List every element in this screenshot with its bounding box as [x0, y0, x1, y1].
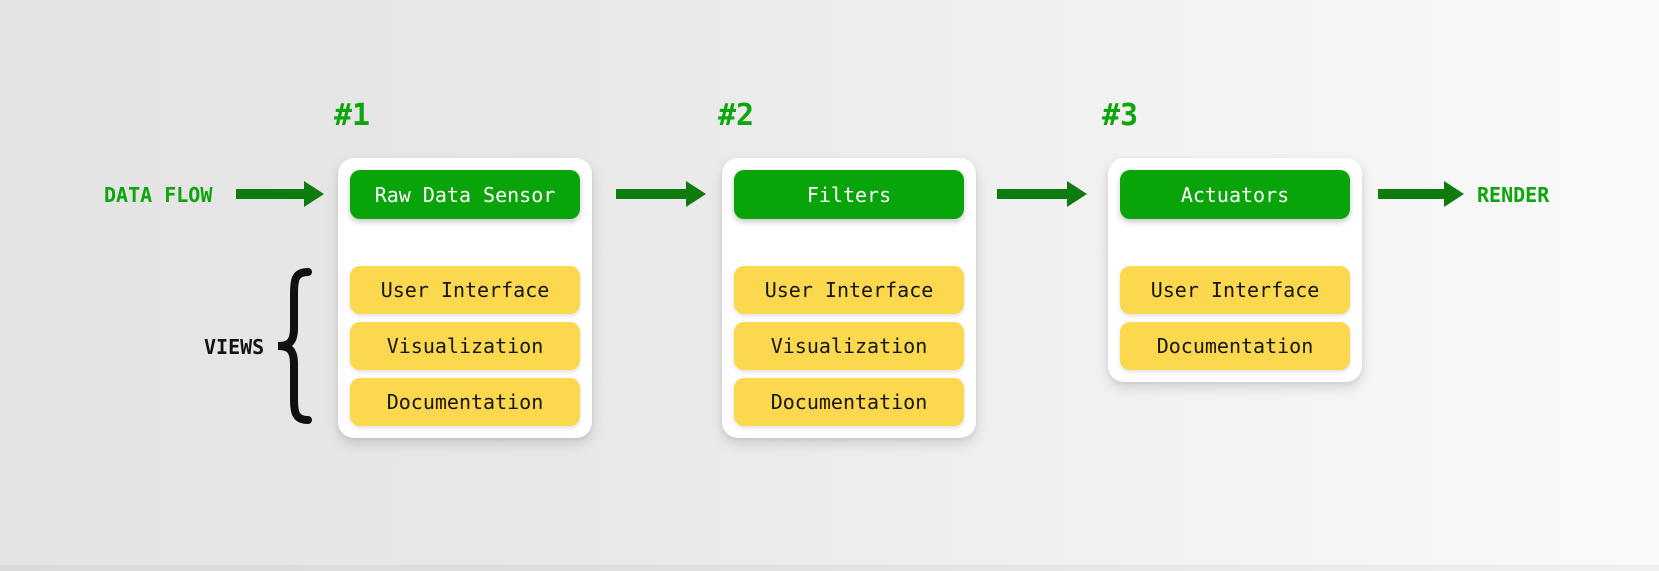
- arrow-head: [686, 181, 706, 207]
- data-flow-label: DATA FLOW: [104, 183, 213, 207]
- stage-1-views: User Interface Visualization Documentati…: [350, 266, 580, 426]
- view-box: User Interface: [350, 266, 580, 314]
- view-box: Documentation: [1120, 322, 1350, 370]
- stage-3-header: Actuators: [1120, 170, 1350, 219]
- view-box: User Interface: [1120, 266, 1350, 314]
- views-label: VIEWS: [204, 335, 265, 359]
- stage-card-3: Actuators User Interface Documentation: [1108, 158, 1362, 382]
- view-box: Visualization: [350, 322, 580, 370]
- render-label: RENDER: [1477, 183, 1550, 207]
- arrow-right-icon: [616, 181, 706, 207]
- arrow-right-icon: [1378, 181, 1464, 207]
- arrow-head: [1444, 181, 1464, 207]
- stage-card-1: Raw Data Sensor User Interface Visualiza…: [338, 158, 592, 438]
- arrow-shaft: [997, 189, 1071, 199]
- arrow-right-icon: [236, 181, 324, 207]
- stage-2-title: #2: [718, 98, 755, 133]
- arrow-shaft: [616, 189, 690, 199]
- arrow-shaft: [1378, 189, 1448, 199]
- stage-1-header: Raw Data Sensor: [350, 170, 580, 219]
- arrow-shaft: [236, 189, 308, 199]
- stage-3-title: #3: [1102, 98, 1139, 133]
- arrow-right-icon: [997, 181, 1087, 207]
- view-box: Documentation: [734, 378, 964, 426]
- view-box: Documentation: [350, 378, 580, 426]
- stage-card-2: Filters User Interface Visualization Doc…: [722, 158, 976, 438]
- stage-2-header: Filters: [734, 170, 964, 219]
- stage-2-views: User Interface Visualization Documentati…: [734, 266, 964, 426]
- view-box: User Interface: [734, 266, 964, 314]
- curly-brace-icon: [277, 268, 312, 424]
- view-box: Visualization: [734, 322, 964, 370]
- stage-1-title: #1: [334, 98, 371, 133]
- arrow-head: [1067, 181, 1087, 207]
- stage-3-views: User Interface Documentation: [1120, 266, 1350, 370]
- arrow-head: [304, 181, 324, 207]
